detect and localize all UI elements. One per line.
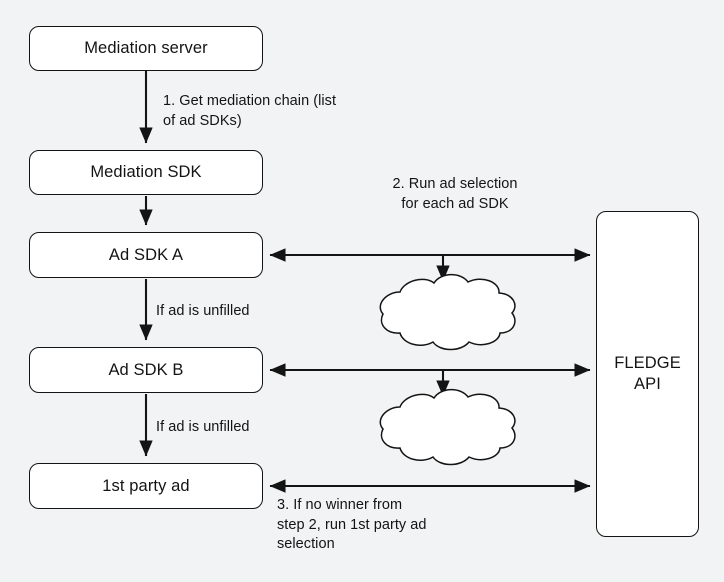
node-mediation-sdk[interactable]: Mediation SDK (29, 150, 263, 195)
node-ad-sdk-a-label: Ad SDK A (108, 245, 184, 264)
edge-label-step-3: 3. If no winner from step 2, run 1st par… (277, 497, 427, 553)
node-fledge-api-label: FLEDGE API (614, 354, 681, 393)
edge-label-unfilled-a: If ad is unfilled (156, 303, 250, 319)
node-ad-sdk-a[interactable]: Ad SDK A (29, 232, 263, 278)
node-fledge-api[interactable]: FLEDGE API (596, 211, 699, 537)
node-mediation-sdk-label: Mediation SDK (90, 163, 202, 182)
edge-label-step-2: 2. Run ad selection for each ad SDK (392, 176, 518, 212)
network-a-cloud-shape (379, 273, 516, 351)
node-first-party-ad[interactable]: 1st party ad (29, 463, 263, 509)
node-ad-sdk-b[interactable]: Ad SDK B (29, 347, 263, 393)
network-b-cloud-shape (379, 388, 516, 466)
node-ad-sdk-b-label: Ad SDK B (108, 360, 184, 379)
node-first-party-ad-label: 1st party ad (102, 476, 190, 495)
edge-label-unfilled-b: If ad is unfilled (156, 419, 250, 435)
node-mediation-server-label: Mediation server (84, 39, 208, 58)
edge-label-step-1: 1. Get mediation chain (list of ad SDKs) (163, 93, 337, 129)
